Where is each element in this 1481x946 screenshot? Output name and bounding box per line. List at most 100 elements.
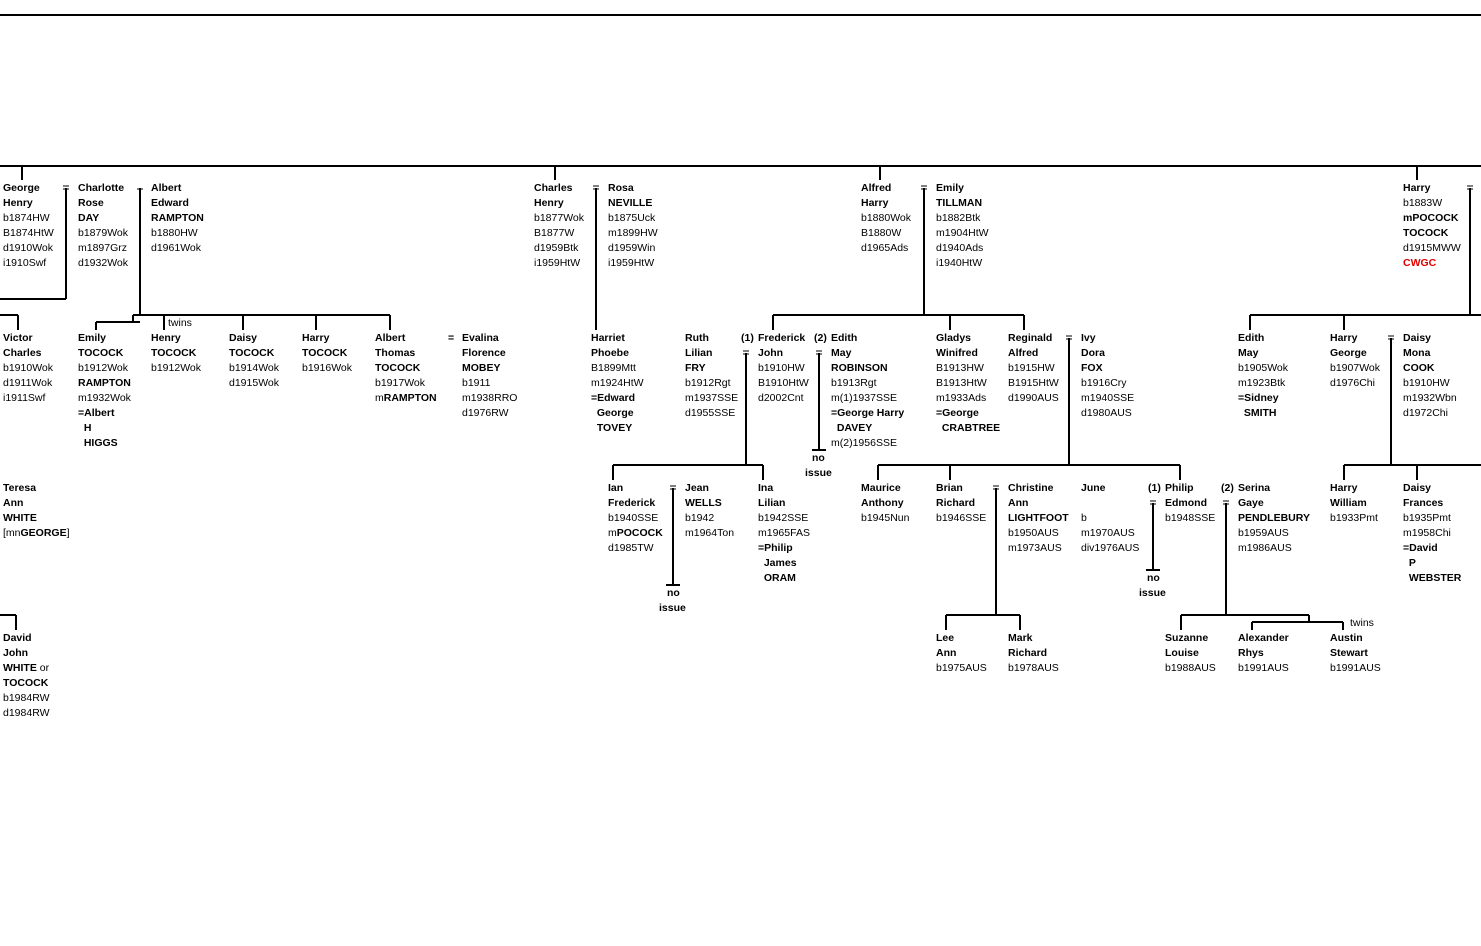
person-detail-line: b1917Wok: [375, 377, 426, 389]
person-detail-line: Harry: [1330, 332, 1358, 344]
person-detail-line: WELLS: [685, 497, 722, 509]
person-detail-line: b1913Rgt: [831, 377, 877, 389]
person-detail-line: Harry: [302, 332, 330, 344]
person-detail-line: Edith: [1238, 332, 1265, 344]
person-detail-line: Austin: [1330, 632, 1363, 644]
person-detail-line: Albert: [151, 182, 182, 194]
person-detail-line: m1932Wbn: [1403, 392, 1457, 404]
person-detail-line: b1984RW: [3, 692, 50, 704]
person-detail-line: mPOCOCK: [1403, 212, 1459, 224]
person-detail-line: Jean: [685, 482, 709, 494]
person-detail-line: m1986AUS: [1238, 542, 1292, 554]
person-detail-line: b1991AUS: [1238, 662, 1289, 674]
person-detail-line: Dora: [1081, 347, 1105, 359]
person-detail-line: George: [1330, 347, 1367, 359]
person-detail-line: ORAM: [758, 572, 796, 584]
person-detail-line: b1915HW: [1008, 362, 1055, 374]
person-detail-line: TOCOCK: [375, 362, 421, 374]
person-detail-line: NEVILLE: [608, 197, 653, 209]
person-detail-line: b1912Wok: [78, 362, 129, 374]
person-detail-line: b1916Wok: [302, 362, 353, 374]
person-detail-line: ROBINSON: [831, 362, 888, 374]
person-detail-line: d1940Ads: [936, 242, 984, 254]
person-detail-line: Charles: [3, 347, 42, 359]
person-detail-line: b1912Wok: [151, 362, 202, 374]
person-detail-line: b1940SSE: [608, 512, 659, 524]
person-detail-line: Ann: [1008, 497, 1029, 509]
person-detail-line: m1965FAS: [758, 527, 810, 539]
person-detail-line: Harry: [1403, 182, 1431, 194]
person-detail-line: m(2)1956SSE: [831, 437, 897, 449]
person-detail-line: d1915MWW: [1403, 242, 1461, 254]
person-detail-line: Harriet: [591, 332, 625, 344]
person-detail-line: Suzanne: [1165, 632, 1209, 644]
person-detail-line: b1880Wok: [861, 212, 912, 224]
person-detail-line: d1955SSE: [685, 407, 736, 419]
person-detail-line: B1913HtW: [936, 377, 987, 389]
note-twins-2: twins: [1350, 617, 1374, 629]
person-detail-line: Anthony: [861, 497, 904, 509]
person-detail-line: TOCOCK: [151, 347, 197, 359]
person-detail-line: d2002Cnt: [758, 392, 804, 404]
person-detail-line: b1910HW: [758, 362, 805, 374]
person-detail-line: TOCOCK: [1403, 227, 1449, 239]
person-detail-line: b1988AUS: [1165, 662, 1216, 674]
person-detail-line: d1985TW: [608, 542, 654, 554]
person-detail-line: Brian: [936, 482, 963, 494]
person-detail-line: RAMPTON: [78, 377, 131, 389]
person-detail-line: b1910Wok: [3, 362, 54, 374]
person-detail-line: Albert: [375, 332, 406, 344]
person-detail-line: Rhys: [1238, 647, 1264, 659]
person-detail-line: Richard: [1008, 647, 1048, 659]
person-detail-line: Daisy: [229, 332, 258, 344]
note-no-issue-3a: no: [1147, 572, 1160, 584]
person-detail-line: Ann: [3, 497, 24, 509]
person-detail-line: Christine: [1008, 482, 1054, 494]
person-detail-line: CRABTREE: [936, 422, 1001, 434]
person-detail-line: b1942SSE: [758, 512, 809, 524]
person-detail-line: Victor: [3, 332, 33, 344]
person-detail-line: m1937SSE: [685, 392, 739, 404]
person-detail-line: m1923Btk: [1238, 377, 1286, 389]
person-detail-line: b1882Btk: [936, 212, 981, 224]
person-detail-line: [mnGEORGE]: [3, 527, 70, 539]
person-detail-line: i1959HtW: [534, 257, 581, 269]
person-detail-line: b1877Wok: [534, 212, 585, 224]
person-detail-line: b1907Wok: [1330, 362, 1381, 374]
person-detail-line: b1914Wok: [229, 362, 280, 374]
person-detail-line: b1883W: [1403, 197, 1443, 209]
person-detail-line: George: [3, 182, 40, 194]
person-detail-line: b1911: [462, 377, 491, 389]
person-detail-line: WHITE: [3, 512, 37, 524]
person-detail-line: d1980AUS: [1081, 407, 1132, 419]
note-no-issue-2a: no: [667, 587, 680, 599]
person-detail-line: b1975AUS: [936, 662, 987, 674]
person-detail-line: b1879Wok: [78, 227, 129, 239]
person-detail-line: =David: [1403, 542, 1438, 554]
person-detail-line: Ina: [758, 482, 774, 494]
person-detail-line: Ian: [608, 482, 624, 494]
person-detail-line: Emily: [936, 182, 965, 194]
person-detail-line: Henry: [534, 197, 564, 209]
person-detail-line: =Albert: [78, 407, 115, 419]
person-detail-line: Charles: [534, 182, 573, 194]
person-detail-line: DAY: [78, 212, 100, 224]
person-detail-line: Alfred: [861, 182, 892, 194]
person-detail-line: Florence: [462, 347, 506, 359]
person-detail-line: d1976Chi: [1330, 377, 1375, 389]
person-detail-line: d1915Wok: [229, 377, 280, 389]
person-detail-line: Louise: [1165, 647, 1199, 659]
person-detail-line: George: [591, 407, 634, 419]
person-detail-line: m1940SSE: [1081, 392, 1135, 404]
